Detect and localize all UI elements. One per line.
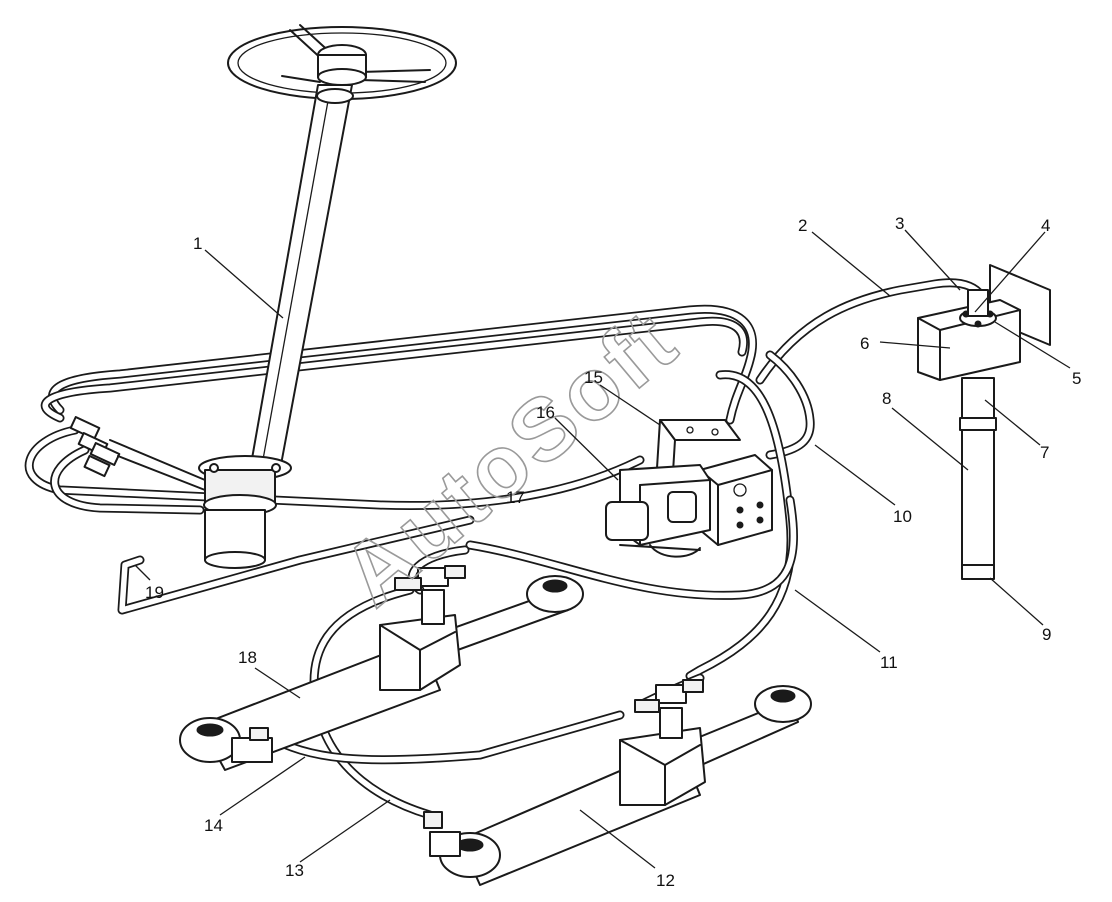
leader-lines (134, 229, 1071, 869)
callout-17: 17 (506, 488, 525, 507)
callout-16: 16 (536, 403, 555, 422)
cylinder-12 (423, 679, 812, 886)
callout-8: 8 (882, 389, 891, 408)
oil-tank (917, 264, 1051, 381)
steering-control-unit (198, 455, 292, 569)
callout-numbers: 1 2 3 4 5 6 7 8 9 10 11 12 13 14 15 16 1… (145, 214, 1081, 890)
callout-6: 6 (860, 334, 869, 353)
steering-wheel (227, 24, 457, 100)
cylinder-18 (179, 565, 584, 771)
callout-11: 11 (880, 653, 898, 672)
oil-filter (959, 377, 997, 580)
callout-2: 2 (798, 216, 807, 235)
callout-1: 1 (193, 234, 202, 253)
callout-14: 14 (204, 816, 223, 835)
callout-9: 9 (1042, 625, 1051, 644)
callout-5: 5 (1072, 369, 1081, 388)
callout-18: 18 (238, 648, 257, 667)
callout-4: 4 (1041, 216, 1050, 235)
steering-unit-fittings (69, 416, 206, 491)
callout-13: 13 (285, 861, 304, 880)
hose-group (24, 278, 990, 820)
callout-10: 10 (893, 507, 912, 526)
steering-column (249, 84, 354, 471)
valve-block (605, 454, 773, 558)
callout-12: 12 (656, 871, 675, 890)
callout-3: 3 (895, 214, 904, 233)
callout-15: 15 (584, 368, 603, 387)
callout-7: 7 (1040, 443, 1049, 462)
callout-19: 19 (145, 583, 164, 602)
